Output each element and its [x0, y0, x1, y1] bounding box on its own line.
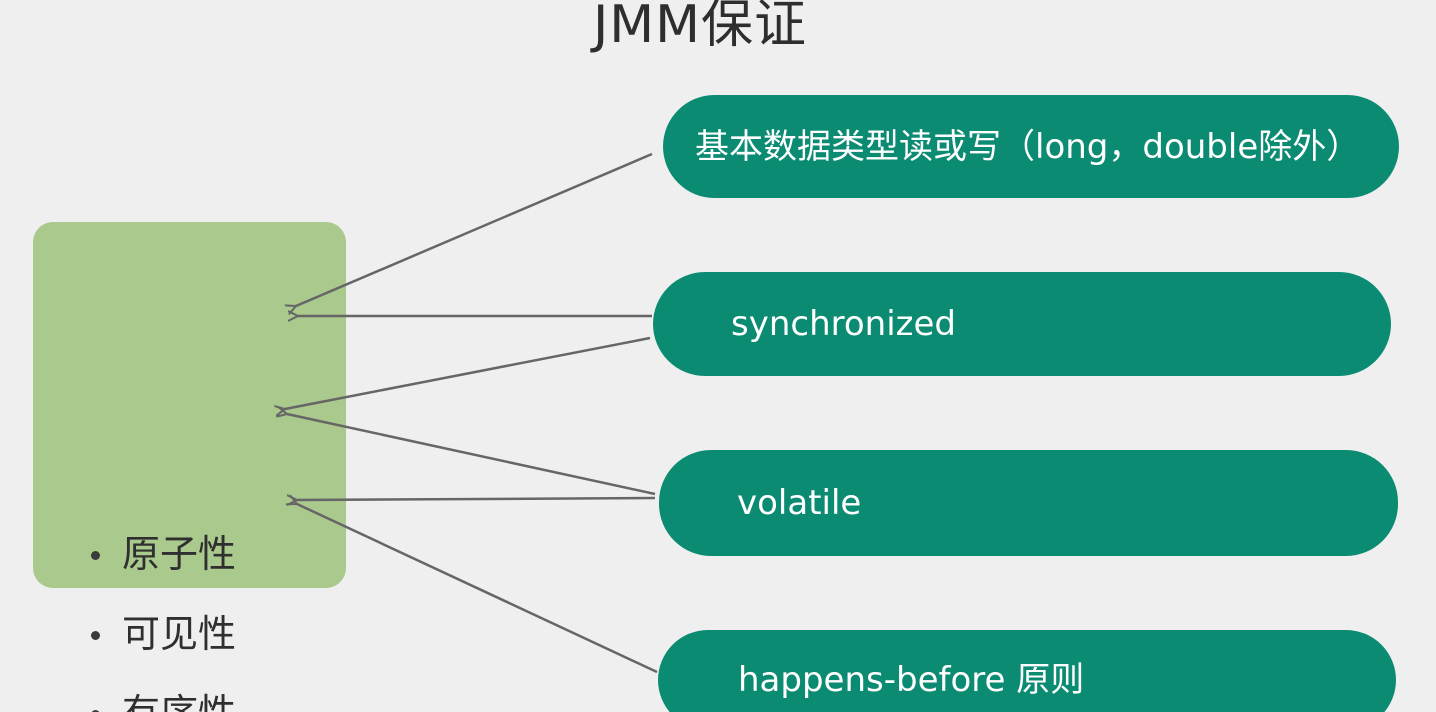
mechanism-label: happens-before 原则 — [738, 660, 1085, 700]
properties-list: 原子性 可见性 有序性 — [33, 222, 346, 712]
property-item-atomicity: 原子性 — [91, 526, 236, 582]
mechanism-label: 基本数据类型读或写（long，double除外） — [695, 126, 1361, 167]
mechanism-label: volatile — [737, 483, 862, 523]
arrow-happens-before-to-ordering — [297, 504, 658, 674]
bullet-icon — [91, 550, 100, 560]
mechanism-label: synchronized — [731, 304, 957, 344]
mechanism-pill-happens-before: happens-before 原则 — [658, 630, 1396, 712]
property-item-ordering: 有序性 — [91, 685, 236, 712]
property-item-visibility: 可见性 — [91, 606, 236, 662]
arrow-volatile-to-ordering — [297, 498, 656, 500]
mechanism-pill-primitive-rw: 基本数据类型读或写（long，double除外） — [663, 95, 1399, 198]
mechanism-pill-volatile: volatile — [659, 450, 1398, 556]
property-label: 可见性 — [122, 612, 237, 656]
property-label: 有序性 — [122, 685, 236, 712]
properties-box: 原子性 可见性 有序性 — [33, 222, 346, 712]
bullet-icon — [91, 630, 100, 640]
slide-title: JMM保证 — [592, 0, 808, 55]
bullet-icon — [91, 709, 100, 712]
property-label: 原子性 — [122, 532, 237, 576]
mechanism-pill-synchronized: synchronized — [653, 272, 1391, 376]
arrow-primitive-to-atomicity — [296, 152, 653, 306]
